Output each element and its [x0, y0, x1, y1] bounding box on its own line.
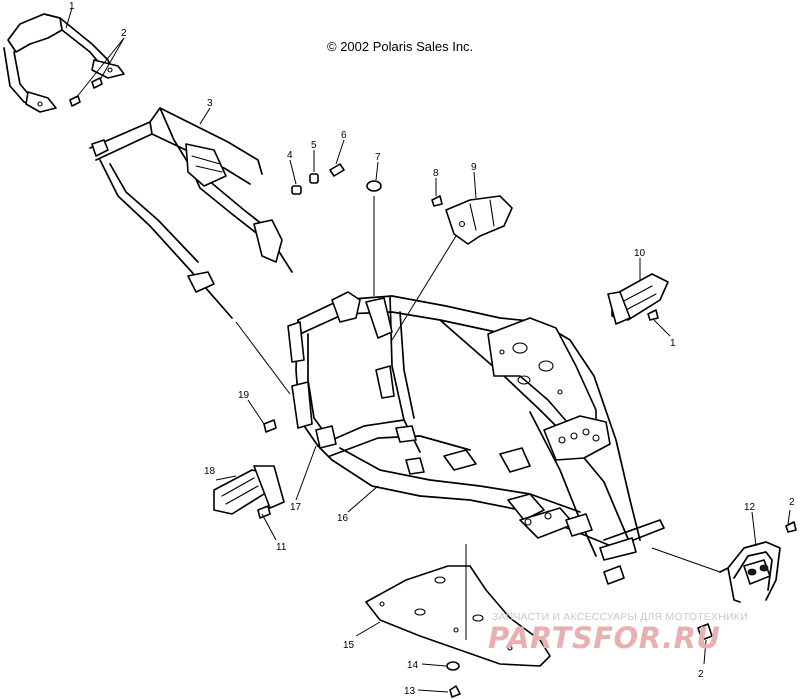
bolt-icon	[69, 77, 103, 107]
callout-2-rear-top: 2	[789, 497, 795, 508]
callout-labels: 1 2 3 4 5 6 7 8 9 10 1 19 18 17 16 11 12…	[69, 1, 795, 697]
callout-13: 13	[404, 686, 416, 697]
callout-19: 19	[238, 390, 250, 401]
callout-17: 17	[290, 502, 302, 513]
callout-3: 3	[207, 98, 213, 109]
callout-1-footrest: 1	[670, 338, 676, 349]
watermark-logo: PARTSFOR.RU	[488, 621, 720, 655]
callout-2-rear-bottom: 2	[698, 669, 704, 680]
callout-5: 5	[311, 140, 317, 151]
bolt-icon	[697, 521, 797, 641]
main-frame-icon	[287, 291, 665, 585]
rear-bumper-icon	[719, 541, 781, 603]
front-bumper-icon	[3, 13, 125, 113]
callout-1: 1	[69, 1, 75, 12]
bracket-icon	[431, 195, 513, 245]
bushing-icon	[291, 163, 345, 195]
callout-15: 15	[343, 640, 355, 651]
callout-2: 2	[121, 28, 127, 39]
subframe-icon	[89, 107, 293, 319]
watermark-tagline: ЗАПЧАСТИ И АКСЕССУАРЫ ДЛЯ МОТОТЕХНИКИ	[492, 611, 748, 623]
callout-6: 6	[341, 130, 347, 141]
callout-14: 14	[407, 660, 419, 671]
callout-7: 7	[375, 152, 381, 163]
callout-9: 9	[471, 162, 477, 173]
watermark: ЗАПЧАСТИ И АКСЕССУАРЫ ДЛЯ МОТОТЕХНИКИ PA…	[488, 611, 748, 655]
grommet-icon	[366, 180, 382, 192]
callout-10: 10	[634, 248, 646, 259]
leader-lines	[65, 7, 791, 693]
copyright-text: © 2002 Polaris Sales Inc.	[327, 39, 473, 54]
callout-16: 16	[337, 513, 349, 524]
bolt-icon	[263, 419, 277, 433]
bolt-icon	[257, 505, 271, 519]
callout-4: 4	[287, 150, 293, 161]
callout-18: 18	[204, 466, 216, 477]
footrest-icon	[213, 465, 285, 515]
callout-8: 8	[433, 168, 439, 179]
bolt-icon	[446, 661, 461, 698]
callout-11: 11	[276, 542, 287, 553]
skid-plate-icon	[365, 565, 551, 667]
footrest-icon	[607, 273, 669, 325]
callout-12: 12	[744, 502, 756, 513]
